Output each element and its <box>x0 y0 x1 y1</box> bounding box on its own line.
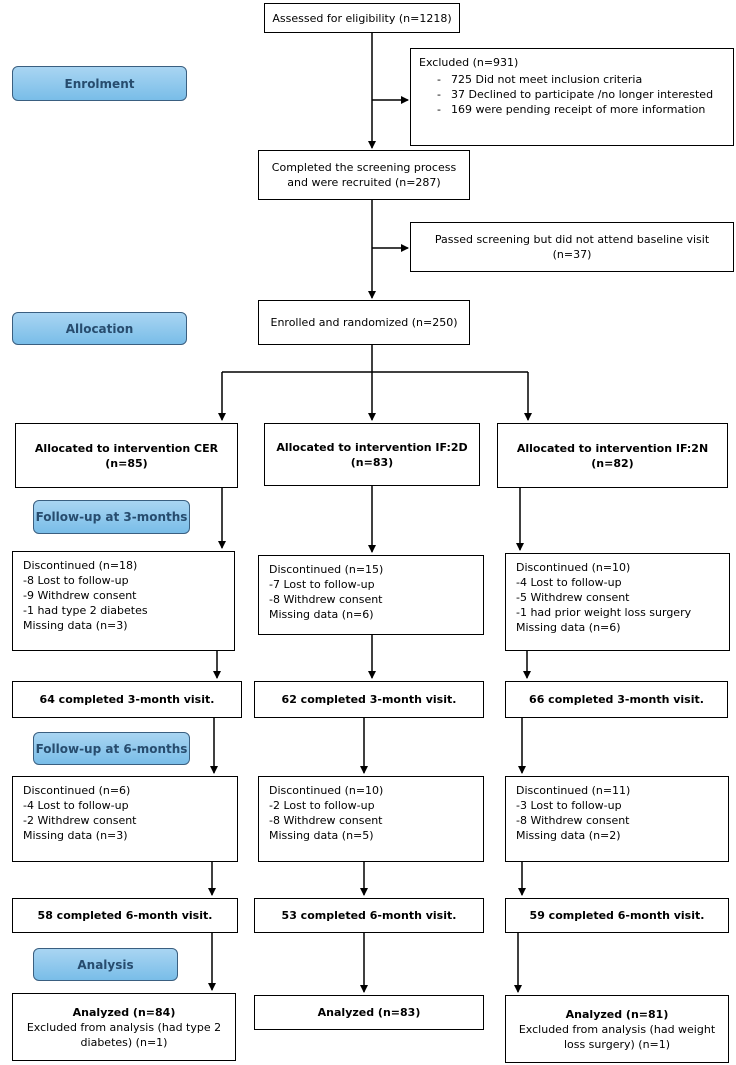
assessed-text: Assessed for eligibility (n=1218) <box>272 11 452 25</box>
allocated-box-arm-1: Allocated to intervention CER (n=85) <box>15 423 238 488</box>
excluded-item: 169 were pending receipt of more informa… <box>437 102 725 117</box>
disc3-line: -7 Lost to follow-up <box>269 578 375 591</box>
allocated-line: (n=83) <box>350 455 394 469</box>
allocated-line: Allocated to intervention IF:2D <box>276 440 468 454</box>
disc6-line: Missing data (n=2) <box>516 829 621 842</box>
stage-followup-6: Follow-up at 6-months <box>33 732 190 765</box>
allocated-box-arm-3: Allocated to intervention IF:2N (n=82) <box>497 423 728 488</box>
stage-allocation-label: Allocation <box>65 321 134 336</box>
disc3-box-arm-2: Discontinued (n=15) -7 Lost to follow-up… <box>258 555 484 635</box>
disc3-line: Discontinued (n=10) <box>516 561 631 574</box>
allocated-line: (n=82) <box>591 456 634 470</box>
excluded-item: 725 Did not meet inclusion criteria <box>437 72 725 87</box>
disc3-line: -1 had prior weight loss surgery <box>516 606 692 619</box>
completed-screening-box: Completed the screening process and were… <box>258 150 470 200</box>
disc3-box-arm-1: Discontinued (n=18) -8 Lost to follow-up… <box>12 551 235 651</box>
disc6-line: -8 Withdrew consent <box>516 814 630 827</box>
disc6-line: -8 Withdrew consent <box>269 814 383 827</box>
disc6-line: -3 Lost to follow-up <box>516 799 622 812</box>
completed-screening-line: and were recruited (n=287) <box>287 176 441 189</box>
disc6-line: -4 Lost to follow-up <box>23 799 129 812</box>
disc3-line: -8 Lost to follow-up <box>23 574 129 587</box>
enrolled-text: Enrolled and randomized (n=250) <box>270 316 458 329</box>
completed6-box-arm-3: 59 completed 6-month visit. <box>505 898 729 933</box>
disc6-line: Discontinued (n=11) <box>516 784 631 797</box>
stage-allocation: Allocation <box>12 312 187 345</box>
allocated-box-arm-2: Allocated to intervention IF:2D (n=83) <box>264 423 480 486</box>
analyzed-note-line: loss surgery) (n=1) <box>563 1037 671 1051</box>
stage-enrolment-label: Enrolment <box>64 76 135 91</box>
excluded-title: Excluded (n=931) <box>419 56 519 69</box>
disc6-line: -2 Lost to follow-up <box>269 799 375 812</box>
disc6-line: Discontinued (n=6) <box>23 784 131 797</box>
disc6-line: Missing data (n=5) <box>269 829 374 842</box>
analyzed-note-line: diabetes) (n=1) <box>80 1035 168 1049</box>
disc6-line: Missing data (n=3) <box>23 829 128 842</box>
not-attend-box: Passed screening but did not attend base… <box>410 222 734 272</box>
completed6-text: 59 completed 6-month visit. <box>529 909 705 922</box>
stage-analysis: Analysis <box>33 948 178 981</box>
disc3-line: Missing data (n=3) <box>23 619 128 632</box>
disc3-line: Discontinued (n=18) <box>23 559 138 572</box>
not-attend-line: Passed screening but did not attend base… <box>434 233 710 246</box>
disc3-line: -4 Lost to follow-up <box>516 576 622 589</box>
disc3-line: -5 Withdrew consent <box>516 591 630 604</box>
disc3-line: -8 Withdrew consent <box>269 593 383 606</box>
allocated-line: (n=85) <box>105 456 148 470</box>
completed3-box-arm-2: 62 completed 3-month visit. <box>254 681 484 718</box>
completed6-text: 58 completed 6-month visit. <box>37 909 213 922</box>
stage-enrolment: Enrolment <box>12 66 187 101</box>
analyzed-box-arm-1: Analyzed (n=84) Excluded from analysis (… <box>12 993 236 1061</box>
completed3-text: 62 completed 3-month visit. <box>281 693 457 706</box>
excluded-box: Excluded (n=931) 725 Did not meet inclus… <box>410 48 734 146</box>
analyzed-text: Analyzed (n=84) <box>72 1005 176 1019</box>
analyzed-note-line: Excluded from analysis (had type 2 <box>26 1020 222 1034</box>
stage-followup-6-label: Follow-up at 6-months <box>35 741 188 756</box>
disc3-line: -1 had type 2 diabetes <box>23 604 148 617</box>
disc3-line: -9 Withdrew consent <box>23 589 137 602</box>
disc3-line: Discontinued (n=15) <box>269 563 384 576</box>
disc6-line: -2 Withdrew consent <box>23 814 137 827</box>
analyzed-box-arm-3: Analyzed (n=81) Excluded from analysis (… <box>505 995 729 1063</box>
excluded-item: 37 Declined to participate /no longer in… <box>437 87 725 102</box>
disc6-box-arm-3: Discontinued (n=11) -3 Lost to follow-up… <box>505 776 729 862</box>
disc6-box-arm-2: Discontinued (n=10) -2 Lost to follow-up… <box>258 776 484 862</box>
stage-analysis-label: Analysis <box>77 957 134 972</box>
stage-followup-3: Follow-up at 3-months <box>33 500 190 534</box>
allocated-line: Allocated to intervention IF:2N <box>516 441 709 455</box>
completed3-box-arm-3: 66 completed 3-month visit. <box>505 681 728 718</box>
completed3-box-arm-1: 64 completed 3-month visit. <box>12 681 242 718</box>
disc6-line: Discontinued (n=10) <box>269 784 384 797</box>
completed3-text: 66 completed 3-month visit. <box>529 693 704 706</box>
analyzed-note-line: Excluded from analysis (had weight <box>518 1022 716 1036</box>
analyzed-box-arm-2: Analyzed (n=83) <box>254 995 484 1030</box>
assessed-box: Assessed for eligibility (n=1218) <box>264 3 460 33</box>
disc3-line: Missing data (n=6) <box>269 608 374 621</box>
stage-followup-3-label: Follow-up at 3-months <box>35 510 188 524</box>
analyzed-text: Analyzed (n=83) <box>317 1006 421 1019</box>
disc3-line: Missing data (n=6) <box>516 621 621 634</box>
completed6-text: 53 completed 6-month visit. <box>281 909 457 922</box>
enrolled-box: Enrolled and randomized (n=250) <box>258 300 470 345</box>
completed3-text: 64 completed 3-month visit. <box>39 693 215 706</box>
disc6-box-arm-1: Discontinued (n=6) -4 Lost to follow-up … <box>12 776 238 862</box>
allocated-line: Allocated to intervention CER <box>34 441 219 455</box>
completed-screening-line: Completed the screening process <box>271 161 457 174</box>
analyzed-text: Analyzed (n=81) <box>565 1007 669 1021</box>
completed6-box-arm-1: 58 completed 6-month visit. <box>12 898 238 933</box>
not-attend-line: (n=37) <box>552 248 592 261</box>
completed6-box-arm-2: 53 completed 6-month visit. <box>254 898 484 933</box>
disc3-box-arm-3: Discontinued (n=10) -4 Lost to follow-up… <box>505 553 730 651</box>
